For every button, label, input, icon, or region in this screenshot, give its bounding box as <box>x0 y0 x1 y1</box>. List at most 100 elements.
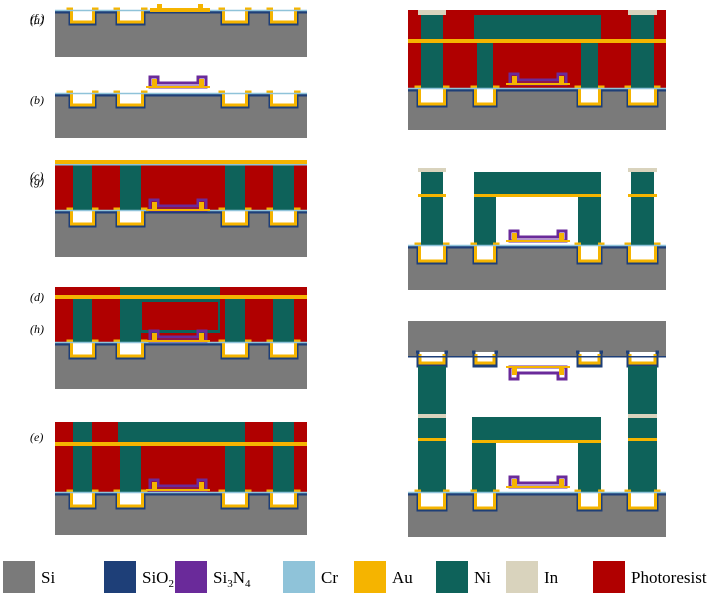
au-pad <box>199 333 204 340</box>
legend-label: In <box>544 568 559 587</box>
legend-item-si: Si <box>3 561 55 593</box>
au-well-coating <box>578 354 601 365</box>
au-well-coating <box>414 242 450 263</box>
cr-layer <box>55 164 307 166</box>
sio2-layer <box>408 245 666 265</box>
trench-well <box>578 89 601 106</box>
au-well-coating <box>66 489 99 508</box>
au-pad <box>512 368 517 375</box>
trench-well <box>474 493 496 510</box>
sio2-layer <box>55 342 307 360</box>
legend-item-si3n4: Si3N4 <box>175 561 251 593</box>
si-substrate <box>55 344 307 389</box>
au-trace <box>506 486 570 488</box>
ni-post <box>472 441 496 494</box>
trench-well <box>222 211 248 226</box>
au-trace <box>506 83 570 85</box>
au-pad <box>559 76 564 83</box>
ni-post <box>120 165 141 223</box>
sio2-layer <box>576 350 603 368</box>
au-well-coating <box>266 339 301 358</box>
au-pad <box>152 333 157 340</box>
au-pad <box>199 482 204 489</box>
au-well-coating <box>470 242 500 263</box>
au-trace <box>146 86 210 88</box>
au-well-coating <box>66 339 99 358</box>
legend-item-sio2: SiO2 <box>104 561 174 593</box>
ni-cap <box>472 417 601 441</box>
legend-swatch <box>175 561 207 593</box>
au-pad <box>152 482 157 489</box>
au-pad <box>559 233 564 240</box>
au-well-coating <box>574 85 605 106</box>
au-pad <box>512 76 517 83</box>
trench-well <box>628 246 657 263</box>
panel-e: (e) <box>30 422 307 535</box>
si3n4-membrane <box>148 198 208 212</box>
au-well-coating <box>470 489 500 510</box>
au-well-coating <box>66 207 99 226</box>
in-layer <box>628 10 657 15</box>
panel-label: (g) <box>30 174 44 188</box>
au-well-coating <box>113 489 148 508</box>
legend-label: Cr <box>321 568 338 587</box>
au-well-coating <box>266 489 301 508</box>
ni-post <box>631 15 654 103</box>
legend-swatch <box>593 561 625 593</box>
trench-well <box>418 89 446 106</box>
trench-well <box>578 493 601 510</box>
au-layer <box>628 194 657 197</box>
panel-label: (d) <box>30 290 44 304</box>
au-well-coating <box>266 207 301 226</box>
si-top-substrate <box>408 321 666 356</box>
au-well-coating <box>574 242 605 263</box>
sio2-layer <box>55 492 307 510</box>
si-substrate <box>408 247 666 290</box>
au-well-coating <box>470 85 500 106</box>
ni-post <box>421 15 443 103</box>
au-well-coating <box>113 207 148 226</box>
au-layer <box>55 442 307 446</box>
legend-swatch <box>104 561 136 593</box>
au-well-coating <box>218 207 252 226</box>
au-layer <box>418 194 446 197</box>
au-pad <box>198 4 203 9</box>
au-well-coating <box>218 90 252 107</box>
trench-well <box>70 211 95 226</box>
au-well-coating <box>624 489 661 510</box>
photoresist-layer <box>142 302 218 330</box>
ni-cap <box>118 422 240 444</box>
au-pad <box>559 479 564 486</box>
si3n4-membrane <box>148 329 208 343</box>
au-layer <box>418 438 446 441</box>
panel-h: (h) <box>30 321 666 537</box>
trench-well <box>70 343 95 358</box>
ni-cap <box>474 172 601 194</box>
au-well-coating <box>66 7 99 24</box>
legend-item-cr: Cr <box>283 561 338 593</box>
panel-label: (a) <box>30 13 44 27</box>
au-pad <box>512 479 517 486</box>
au-well-coating <box>624 242 661 263</box>
panel-b: (b) <box>30 75 307 138</box>
au-well-coating <box>218 7 252 24</box>
au-well-coating <box>218 339 252 358</box>
legend-label: Si3N4 <box>213 568 251 590</box>
legend-swatch <box>3 561 35 593</box>
si-substrate <box>408 494 666 537</box>
au-well-coating <box>266 7 301 24</box>
au-pad <box>559 368 564 375</box>
legend-item-au: Au <box>354 561 413 593</box>
au-trace <box>506 366 570 368</box>
trench-well <box>70 493 95 508</box>
si-substrate <box>408 90 666 130</box>
si3n4-membrane <box>508 365 568 381</box>
si-substrate <box>55 494 307 535</box>
sio2-layer <box>408 492 666 512</box>
panel-c: (c) <box>30 160 307 257</box>
legend-label: Photoresist <box>631 568 707 587</box>
si3n4-membrane <box>508 72 568 86</box>
au-well-coating <box>266 90 301 107</box>
